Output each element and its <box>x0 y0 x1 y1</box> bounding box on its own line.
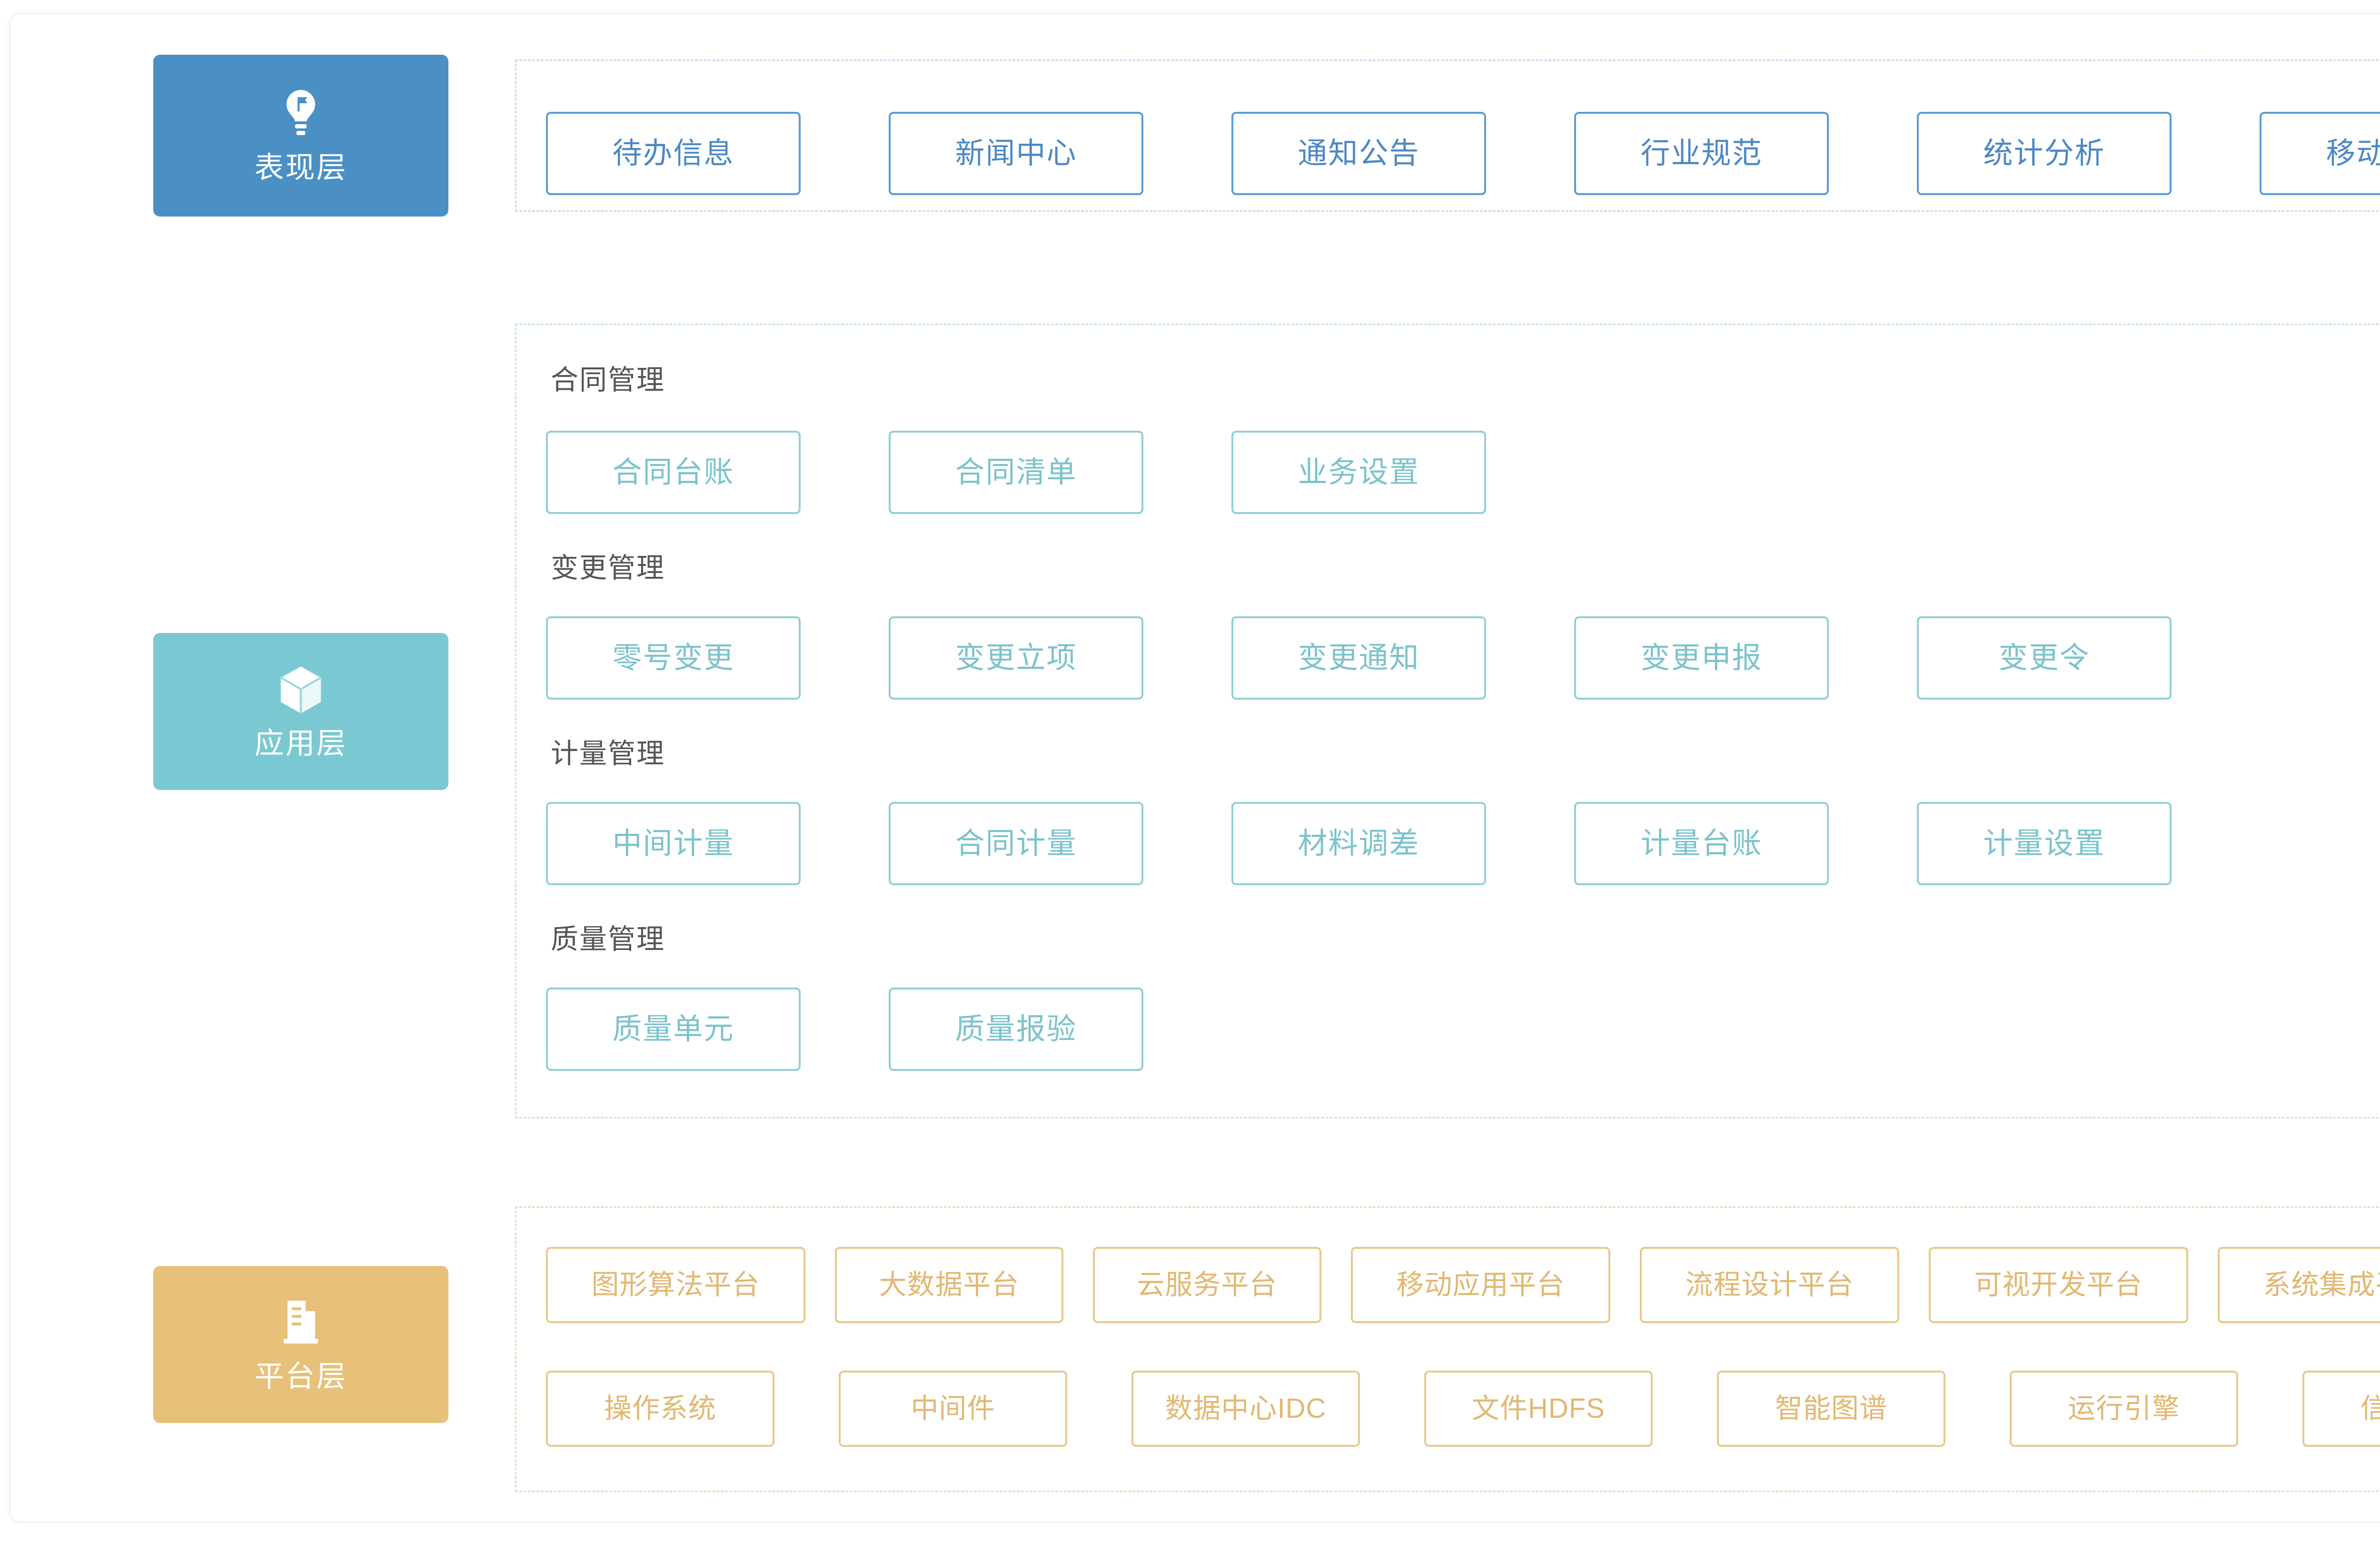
chip-label: 数据中心IDC <box>1165 1393 1327 1424</box>
chip-quality-unit[interactable]: 质量单元 <box>546 988 801 1071</box>
chip-label: 通知公告 <box>1298 137 1420 170</box>
chip-label: 变更令 <box>1998 641 2090 674</box>
chip-contract-list[interactable]: 合同清单 <box>889 431 1143 514</box>
chip-mobile-app-platform[interactable]: 移动应用平台 <box>1351 1247 1610 1323</box>
group-row-change: 零号变更 变更立项 变更通知 变更申报 变更令 <box>546 616 2172 700</box>
chip-business-settings[interactable]: 业务设置 <box>1231 431 1486 514</box>
chip-label: 移动应用 <box>2326 137 2380 170</box>
chip-change-declaration[interactable]: 变更申报 <box>1574 616 1829 700</box>
platform-chip-row-2: 操作系统 中间件 数据中心IDC 文件HDFS 智能图谱 运行引擎 信息安全 <box>546 1371 2380 1447</box>
chip-cloud-service-platform[interactable]: 云服务平台 <box>1093 1247 1321 1323</box>
group-heading-change: 变更管理 <box>551 553 665 583</box>
chip-label: 行业规范 <box>1640 137 1763 170</box>
chip-graphic-algorithm-platform[interactable]: 图形算法平台 <box>546 1247 805 1323</box>
chip-change-order[interactable]: 变更令 <box>1917 616 2172 700</box>
chip-zero-change[interactable]: 零号变更 <box>546 616 801 700</box>
chip-contract-measurement[interactable]: 合同计量 <box>889 802 1143 885</box>
chip-label: 智能图谱 <box>1775 1393 1887 1424</box>
chip-operating-system[interactable]: 操作系统 <box>546 1371 774 1447</box>
group-row-quality: 质量单元 质量报验 <box>546 988 1143 1071</box>
layer-badge-label: 表现层 <box>254 151 347 184</box>
chip-quality-inspection[interactable]: 质量报验 <box>889 988 1143 1071</box>
chip-label: 操作系统 <box>604 1393 716 1424</box>
chip-label: 待办信息 <box>612 137 734 170</box>
lightbulb-flag-icon <box>280 89 321 141</box>
chip-change-notice[interactable]: 变更通知 <box>1231 616 1486 700</box>
chip-label: 计量台账 <box>1640 827 1763 860</box>
chip-visual-development-platform[interactable]: 可视开发平台 <box>1929 1247 2188 1323</box>
chip-information-security[interactable]: 信息安全 <box>2302 1371 2380 1447</box>
building-icon <box>280 1298 322 1350</box>
chip-measurement-ledger[interactable]: 计量台账 <box>1574 802 1829 885</box>
chip-runtime-engine[interactable]: 运行引擎 <box>2010 1371 2238 1447</box>
chip-label: 计量设置 <box>1983 827 2105 860</box>
layer-badge-label: 应用层 <box>254 727 347 760</box>
chip-label: 材料调差 <box>1298 827 1420 860</box>
chip-label: 云服务平台 <box>1137 1269 1278 1300</box>
chip-label: 可视开发平台 <box>1974 1269 2143 1300</box>
presentation-layer-container <box>515 59 2380 212</box>
group-row-measurement: 中间计量 合同计量 材料调差 计量台账 计量设置 <box>546 802 2172 885</box>
layer-badge-application[interactable]: 应用层 <box>153 633 448 790</box>
chip-label: 质量报验 <box>955 1012 1077 1046</box>
chip-middleware[interactable]: 中间件 <box>839 1371 1067 1447</box>
architecture-card: 表现层 待办信息 新闻中心 通知公告 行业规范 统计分析 移动应用 <box>10 13 2380 1522</box>
chip-measurement-settings[interactable]: 计量设置 <box>1917 802 2172 885</box>
chip-industry-standard[interactable]: 行业规范 <box>1574 112 1829 195</box>
group-heading-contract: 合同管理 <box>551 365 665 395</box>
chip-label: 合同计量 <box>955 827 1077 860</box>
chip-bigdata-platform[interactable]: 大数据平台 <box>835 1247 1063 1323</box>
chip-label: 业务设置 <box>1298 455 1420 489</box>
group-row-contract: 合同台账 合同清单 业务设置 <box>546 431 1486 514</box>
chip-label: 文件HDFS <box>1472 1393 1605 1424</box>
platform-layer-container <box>515 1206 2380 1492</box>
chip-label: 流程设计平台 <box>1685 1269 1854 1300</box>
chip-label: 中间计量 <box>612 827 734 860</box>
chip-news-center[interactable]: 新闻中心 <box>889 112 1143 195</box>
chip-label: 统计分析 <box>1983 137 2105 170</box>
chip-system-integration-platform[interactable]: 系统集成平台 <box>2218 1247 2380 1323</box>
chip-label: 变更立项 <box>955 641 1077 674</box>
chip-data-center-idc[interactable]: 数据中心IDC <box>1131 1371 1360 1447</box>
chip-label: 运行引擎 <box>2067 1393 2180 1424</box>
layer-badge-platform[interactable]: 平台层 <box>153 1266 448 1423</box>
chip-statistical-analysis[interactable]: 统计分析 <box>1917 112 2172 195</box>
presentation-chip-row: 待办信息 新闻中心 通知公告 行业规范 统计分析 移动应用 <box>546 112 2380 195</box>
chip-notice-announcement[interactable]: 通知公告 <box>1231 112 1486 195</box>
group-heading-measurement: 计量管理 <box>551 738 665 769</box>
chip-label: 变更申报 <box>1640 641 1763 674</box>
group-heading-quality: 质量管理 <box>551 924 665 955</box>
chip-label: 零号变更 <box>612 641 734 674</box>
chip-mobile-application[interactable]: 移动应用 <box>2260 112 2380 195</box>
layer-badge-presentation[interactable]: 表现层 <box>153 55 448 217</box>
chip-label: 质量单元 <box>612 1012 734 1046</box>
platform-chip-row-1: 图形算法平台 大数据平台 云服务平台 移动应用平台 流程设计平台 可视开发平台 … <box>546 1247 2380 1323</box>
chip-label: 中间件 <box>911 1393 995 1424</box>
application-layer-container <box>515 324 2380 1118</box>
chip-label: 新闻中心 <box>955 137 1077 170</box>
chip-label: 合同台账 <box>612 455 734 489</box>
layer-badge-label: 平台层 <box>254 1360 347 1393</box>
cube-3d-icon <box>278 665 323 717</box>
chip-interim-measurement[interactable]: 中间计量 <box>546 802 801 885</box>
chip-process-design-platform[interactable]: 流程设计平台 <box>1640 1247 1899 1323</box>
chip-label: 大数据平台 <box>879 1269 1020 1300</box>
chip-label: 移动应用平台 <box>1396 1269 1565 1300</box>
chip-contract-ledger[interactable]: 合同台账 <box>546 431 801 514</box>
architecture-diagram: 表现层 待办信息 新闻中心 通知公告 行业规范 统计分析 移动应用 <box>10 14 2380 1521</box>
chip-label: 信息安全 <box>2360 1393 2380 1424</box>
chip-label: 系统集成平台 <box>2263 1269 2380 1300</box>
chip-material-adjustment[interactable]: 材料调差 <box>1231 802 1486 885</box>
chip-intelligent-graph[interactable]: 智能图谱 <box>1717 1371 1945 1447</box>
chip-label: 变更通知 <box>1298 641 1420 674</box>
chip-change-initiation[interactable]: 变更立项 <box>889 616 1143 700</box>
chip-file-hdfs[interactable]: 文件HDFS <box>1424 1371 1653 1447</box>
chip-label: 图形算法平台 <box>591 1269 760 1300</box>
chip-todo-info[interactable]: 待办信息 <box>546 112 801 195</box>
chip-label: 合同清单 <box>955 455 1077 489</box>
